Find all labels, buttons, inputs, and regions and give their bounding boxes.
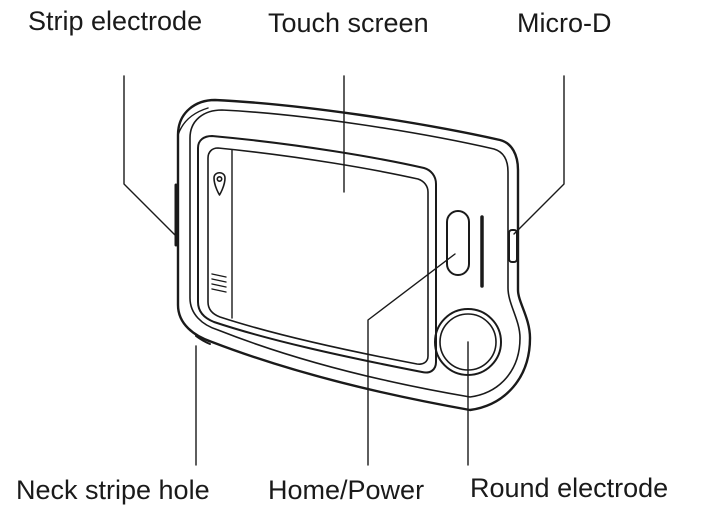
label-strip-electrode: Strip electrode: [28, 6, 203, 36]
label-round-electrode: Round electrode: [470, 473, 669, 503]
label-home-power: Home/Power: [268, 475, 425, 505]
stripe-menu-icon: [211, 273, 227, 293]
neck-stripe-hole: [195, 335, 211, 345]
device-bezel: [189, 109, 521, 398]
map-pin-icon: [213, 171, 226, 196]
touch-screen-display: [207, 147, 429, 365]
label-neck-stripe-hole: Neck stripe hole: [16, 475, 210, 505]
home-power-button[interactable]: [446, 210, 470, 276]
touch-screen-frame: [197, 135, 437, 374]
leader-strip-electrode: [123, 75, 177, 237]
device-body: [176, 98, 532, 412]
label-touch-screen: Touch screen: [268, 8, 429, 38]
leader-micro-d: [513, 75, 565, 235]
label-micro-d: Micro-D: [517, 8, 612, 38]
device-side-edge: [177, 107, 209, 136]
micro-d-port: [508, 229, 518, 263]
leader-home-power: [367, 253, 456, 466]
leader-lines: [123, 75, 565, 466]
